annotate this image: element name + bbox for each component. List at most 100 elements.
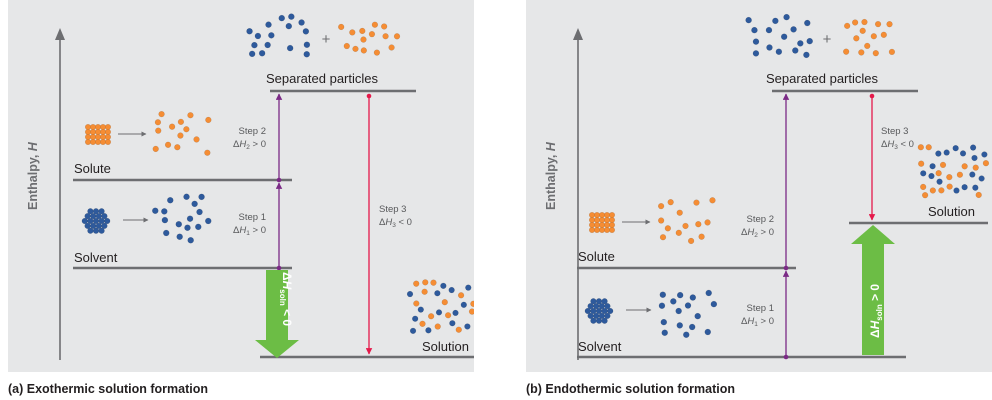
solute-particle [183, 126, 190, 133]
solvent-particle [688, 323, 696, 331]
solvent-particle [464, 323, 471, 330]
solute-particle [368, 31, 376, 38]
cluster-solute-packed [588, 211, 616, 234]
step3-arrow-dot [366, 93, 372, 99]
label-solution: Solution [422, 339, 469, 354]
solute-particle [608, 226, 616, 234]
enthalpy-axis-label: Enthalpy, H [26, 141, 40, 210]
step1-delta: ΔH1 > 0 [741, 316, 774, 328]
solute-particle [393, 33, 401, 40]
solute-particle [164, 141, 172, 148]
solvent-particle [265, 21, 272, 28]
solute-particle [338, 23, 345, 31]
solute-particle [920, 183, 927, 191]
delta-h-soln-label: ΔHsoln < 0 [278, 272, 294, 326]
solute-particle [956, 171, 964, 178]
enthalpy-axis-label: Enthalpy, H [544, 141, 558, 210]
solute-particle [381, 23, 388, 30]
label-separated-particles: Separated particles [766, 71, 879, 86]
solute-particle [859, 27, 866, 34]
solvent-particle [161, 216, 169, 224]
solute-particle [174, 144, 181, 151]
solute-particle [872, 50, 879, 57]
solvent-particle [406, 290, 414, 298]
solute-particle [204, 149, 211, 156]
enthalpy-axis-arrowhead [55, 28, 65, 40]
solute-particle [422, 279, 429, 286]
solvent-particle [704, 328, 712, 336]
delta-h-soln-arrow [255, 270, 299, 358]
solvent-particle [440, 282, 447, 289]
solvent-particle [981, 151, 988, 158]
solvent-particle [683, 331, 690, 338]
solvent-particle [184, 224, 191, 231]
caption-endothermic: (b) Endothermic solution formation [526, 382, 736, 396]
solvent-particle [590, 298, 597, 305]
solute-particle [470, 300, 474, 307]
solvent-particle [465, 284, 472, 291]
solvent-particle [254, 32, 262, 40]
cluster-solvent-packed [584, 298, 614, 324]
solute-particle [430, 279, 437, 286]
solvent-particle [659, 291, 667, 298]
solvent-particle [175, 220, 183, 228]
solvent-particle [694, 312, 701, 320]
solvent-particle [752, 38, 760, 45]
solvent-particle [751, 26, 758, 34]
solvent-particle [167, 196, 174, 204]
solvent-particle [425, 327, 432, 334]
solute-particle [961, 163, 968, 170]
solvent-particle [920, 170, 927, 177]
solute-particle [360, 36, 367, 43]
solvent-particle [303, 41, 311, 49]
solute-particle [921, 192, 929, 199]
solute-particle [382, 33, 389, 40]
solvent-particle [186, 215, 194, 222]
solvent-particle [268, 32, 275, 39]
solvent-particle [676, 322, 684, 329]
solute-particle [982, 160, 990, 167]
solvent-particle [183, 193, 190, 201]
solute-particle [675, 229, 682, 236]
solute-particle [177, 118, 185, 126]
solvent-particle [448, 286, 455, 294]
solvent-particle [187, 236, 194, 244]
step2-delta: ΔH2 > 0 [233, 139, 266, 151]
solvent-particle [661, 329, 668, 337]
solvent-particle [660, 318, 668, 326]
solvent-particle [258, 50, 266, 57]
solvent-particle [676, 291, 684, 299]
solute-particle [205, 116, 212, 124]
cluster-solution-mixed [406, 279, 474, 334]
solvent-particle [285, 22, 293, 30]
solvent-particle [952, 145, 959, 152]
solvent-particle [92, 227, 100, 234]
solute-particle [858, 49, 865, 56]
solute-particle [434, 323, 441, 330]
solute-particle [154, 119, 162, 126]
solvent-particle [251, 41, 258, 49]
solvent-particle [601, 298, 608, 305]
panel-endothermic: Enthalpy, H Separated particles Solution… [526, 0, 992, 372]
solvent-particle [460, 301, 467, 308]
step2-arrow-dot [276, 177, 282, 183]
solvent-particle [806, 37, 813, 45]
solute-particle [870, 33, 877, 40]
solvent-particle [435, 309, 443, 316]
label-solvent: Solvent [578, 339, 622, 354]
solvent-particle [684, 302, 692, 309]
cluster-solvent-dispersed [152, 193, 212, 244]
solute-particle [844, 22, 851, 30]
step3-delta: ΔH3 < 0 [881, 139, 914, 151]
solute-particle [468, 308, 474, 315]
solute-particle [664, 225, 672, 232]
label-solution: Solution [928, 204, 975, 219]
solvent-particle [972, 184, 979, 191]
solvent-particle [604, 302, 611, 310]
solvent-particle [84, 212, 91, 220]
cluster-separated-blue [246, 13, 311, 58]
solute-particle [352, 45, 359, 53]
cluster-solution-mixed [917, 144, 990, 199]
step1-delta: ΔH1 > 0 [233, 225, 266, 237]
solute-particle [373, 49, 381, 56]
